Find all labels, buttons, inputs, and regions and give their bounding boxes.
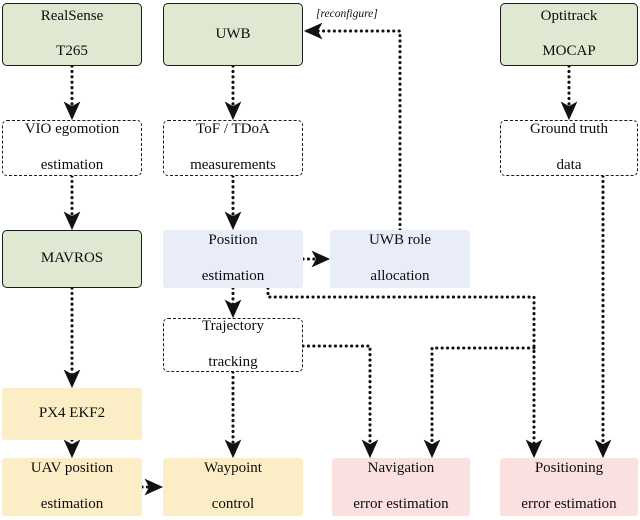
node-navigation-error-line1: Navigation [367,460,435,477]
node-realsense-t265[interactable]: RealSense T265 [2,3,142,66]
edge-label-reconfigure: [reconfigure] [316,8,378,20]
node-tof-line1: ToF / TDoA [196,121,270,138]
node-mavros[interactable]: MAVROS [2,230,142,288]
node-uav-position-line1: UAV position [30,460,114,477]
node-mavros-line1: MAVROS [40,250,104,267]
node-uav-position-line2: estimation [40,495,104,512]
node-waypoint-control[interactable]: Waypoint control [163,458,303,516]
edge-trajectory-navigation-error [301,344,379,459]
node-waypoint-line1: Waypoint [204,460,262,477]
edge-position-estimation-navigation-error [423,346,536,459]
node-position-estimation[interactable]: Position estimation [163,230,303,288]
node-uwb[interactable]: UWB [163,3,303,66]
node-positioning-error-line2: error estimation [521,495,617,512]
node-px4-line1: PX4 EKF2 [38,405,106,422]
node-optitrack-mocap-line2: MOCAP [542,43,596,60]
edge-position-estimation-positioning-error [266,286,543,459]
node-trajectory-line1: Trajectory [202,318,264,335]
node-position-estimation-line1: Position [208,232,258,249]
node-uwb-role-line1: UWB role [368,232,432,249]
node-vio-line2: estimation [40,156,104,173]
node-positioning-error-line1: Positioning [534,460,604,477]
node-ground-truth-line2: data [556,156,582,173]
node-position-estimation-line2: estimation [201,267,265,284]
node-optitrack-mocap-line1: Optitrack [540,7,598,24]
node-uav-position-estimation[interactable]: UAV position estimation [2,458,142,516]
node-vio-egomotion-estimation[interactable]: VIO egomotion estimation [2,120,142,176]
node-waypoint-line2: control [211,495,255,512]
edge-uwb-role-uwb-reconfigure [303,22,402,232]
node-realsense-t265-line2: T265 [56,43,88,60]
node-trajectory-line2: tracking [208,353,258,370]
node-tof-line2: measurements [190,156,276,173]
node-uwb-role-line2: allocation [370,267,430,284]
node-ground-truth-data[interactable]: Ground truth data [500,120,638,176]
node-vio-line1: VIO egomotion [24,121,120,138]
node-optitrack-mocap[interactable]: Optitrack MOCAP [500,3,638,66]
node-px4-ekf2[interactable]: PX4 EKF2 [2,388,142,440]
node-tof-tdoa-measurements[interactable]: ToF / TDoA measurements [163,120,303,176]
node-navigation-error-line2: error estimation [353,495,449,512]
node-realsense-t265-line1: RealSense [40,7,104,24]
node-uwb-role-allocation[interactable]: UWB role allocation [330,230,470,288]
node-positioning-error-estimation[interactable]: Positioning error estimation [500,458,638,516]
node-trajectory-tracking[interactable]: Trajectory tracking [163,318,303,372]
node-uwb-line1: UWB [215,25,251,42]
node-navigation-error-estimation[interactable]: Navigation error estimation [332,458,470,516]
node-ground-truth-line1: Ground truth [530,121,608,138]
